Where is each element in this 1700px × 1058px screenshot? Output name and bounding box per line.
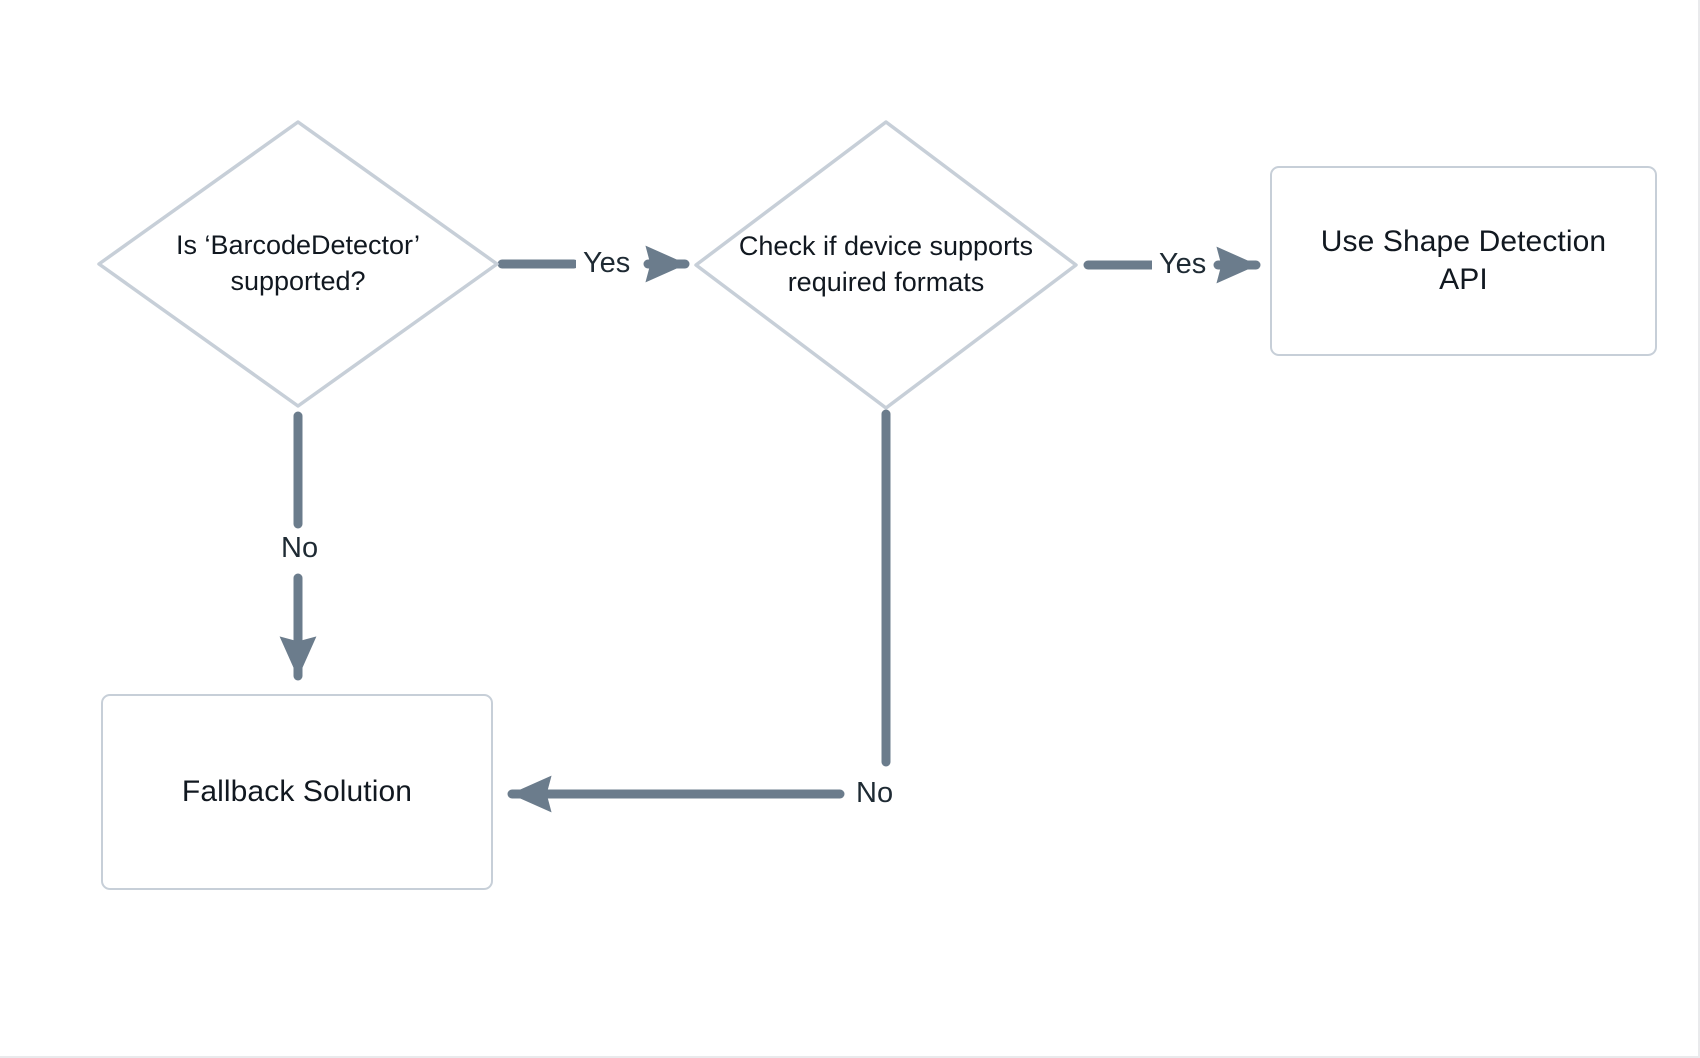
- diamond-shape: [97, 120, 499, 408]
- node-label-fallback: Fallback Solution: [181, 774, 413, 808]
- edge-label-yes-supported: Yes: [576, 248, 638, 279]
- edge-label-no-supported: No: [274, 533, 326, 564]
- edge-no-formats: [507, 409, 891, 813]
- node-label-check-formats: Check if device supports required format…: [738, 231, 1034, 297]
- node-label-use-shape-detection: Use Shape Detection API: [1320, 224, 1607, 296]
- node-fallback[interactable]: Fallback Solution: [101, 694, 493, 890]
- node-check-formats[interactable]: Check if device supports required format…: [692, 118, 1080, 412]
- node-check-support[interactable]: Is ‘BarcodeDetector’ supported?: [95, 118, 501, 410]
- node-label-check-support: Is ‘BarcodeDetector’ supported?: [175, 230, 421, 296]
- edge-label-no-formats: No: [849, 778, 901, 809]
- node-use-shape-detection[interactable]: Use Shape Detection API: [1270, 166, 1657, 356]
- edge-label-yes-formats: Yes: [1152, 249, 1214, 280]
- diamond-shape: [694, 120, 1078, 410]
